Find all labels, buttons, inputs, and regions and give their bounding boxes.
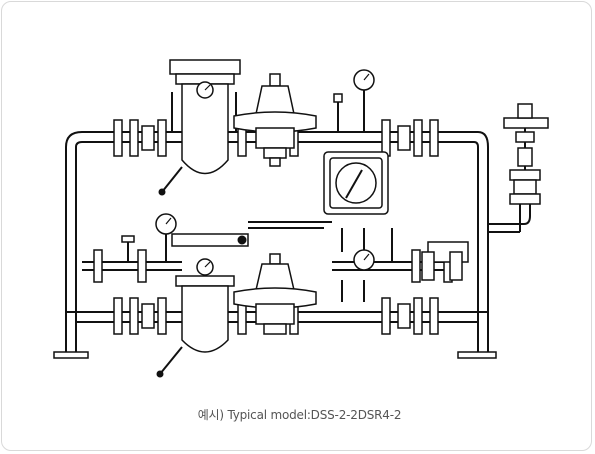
- middle-pipe: [82, 261, 462, 271]
- middle-right-valve: [421, 241, 469, 281]
- flow-indicator: [323, 151, 389, 215]
- bottom-regulator: [233, 253, 317, 335]
- piping-diagram: [53, 59, 549, 378]
- top-pressure-gauge: [353, 69, 375, 132]
- top-strainer: [158, 59, 241, 196]
- middle-pressure-gauge: [353, 249, 375, 271]
- top-flanges: [113, 119, 439, 157]
- right-foot: [457, 351, 497, 359]
- right-actuator-valve: [488, 103, 549, 233]
- left-pressure-gauge: [155, 213, 177, 262]
- top-regulator: [233, 73, 317, 167]
- bypass-bar: [171, 221, 332, 247]
- caption: 예시) Typical model:DSS-2-2DSR4-2: [197, 408, 402, 422]
- right-frame-pipe: [472, 131, 489, 352]
- middle-flanges: [93, 249, 453, 283]
- bottom-strainer: [156, 258, 235, 378]
- left-frame-pipe: [65, 131, 112, 352]
- vent-valves: [121, 93, 393, 302]
- left-foot: [53, 351, 89, 359]
